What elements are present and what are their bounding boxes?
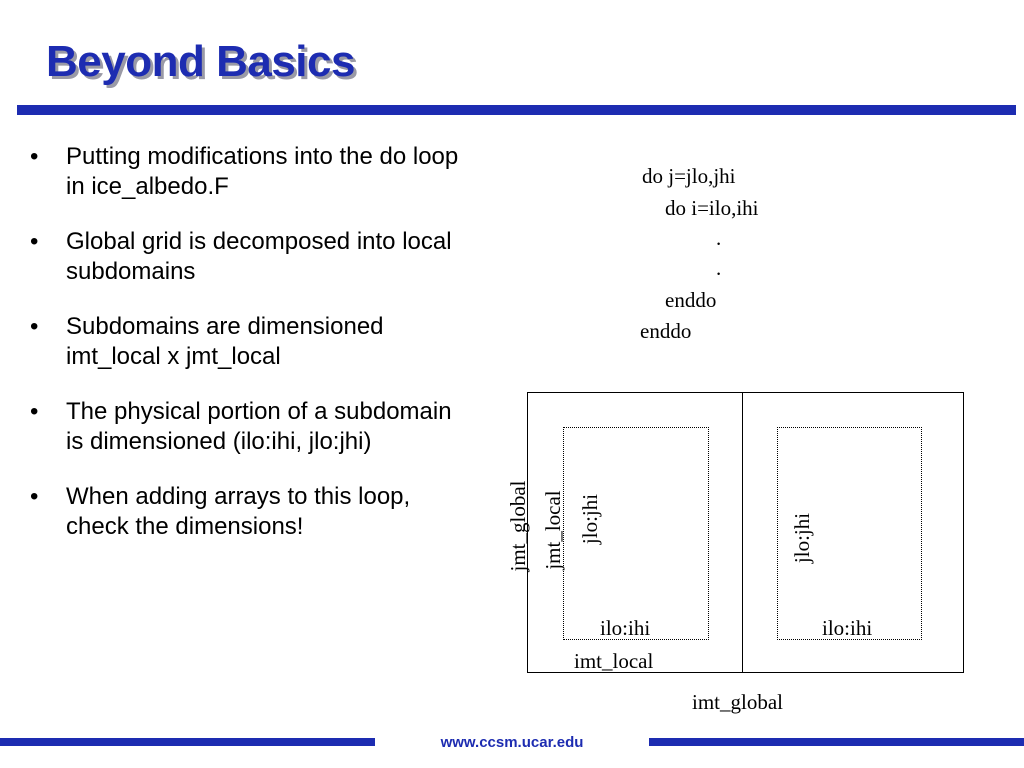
bullet-text: The physical portion of a subdomain is d… (66, 398, 452, 455)
bullet-dot-icon: • (30, 228, 39, 255)
code-line-outer-enddo: enddo (640, 319, 692, 343)
jmt-local-label: jmt_local (541, 490, 565, 570)
bullet-dot-icon: • (30, 398, 39, 425)
bullet-item: • When adding arrays to this loop, check … (30, 482, 460, 542)
code-line-inner-enddo: enddo (665, 288, 717, 312)
left-physical-region-box (563, 427, 709, 640)
imt-global-label: imt_global (692, 690, 783, 714)
bullet-text: Putting modifications into the do loop i… (66, 143, 459, 200)
bullet-dot-icon: • (30, 143, 39, 170)
code-line-ellipsis: . (716, 256, 722, 280)
subdomain-divider (742, 392, 743, 673)
code-line-outer-loop: do j=jlo,jhi (642, 164, 736, 188)
bullet-text: Subdomains are dimensioned imt_local x j… (66, 313, 384, 370)
right-physical-region-box (777, 427, 922, 640)
bullet-item: • Putting modifications into the do loop … (30, 142, 460, 202)
bullet-item: • Subdomains are dimensioned imt_local x … (30, 312, 460, 372)
imt-local-label: imt_local (574, 649, 654, 673)
title-underline-bar (17, 105, 1016, 115)
jlo-jhi-right-label: jlo:jhi (790, 512, 814, 564)
code-line-ellipsis: . (716, 226, 722, 250)
bullet-item: • The physical portion of a subdomain is … (30, 397, 460, 457)
bullet-dot-icon: • (30, 483, 39, 510)
ilo-ihi-right-label: ilo:ihi (822, 616, 873, 640)
global-grid-box (527, 392, 964, 673)
bullet-list: • Putting modifications into the do loop … (30, 142, 460, 567)
slide-title: Beyond Basics (46, 37, 355, 86)
jlo-jhi-left-label: jlo:jhi (578, 493, 602, 545)
footer-bar-right (649, 738, 1024, 746)
bullet-text: Global grid is decomposed into local sub… (66, 228, 452, 285)
jmt-global-label: jmt_global (506, 480, 530, 572)
bullet-dot-icon: • (30, 313, 39, 340)
bullet-text: When adding arrays to this loop, check t… (66, 483, 411, 540)
footer-bar-left (0, 738, 375, 746)
code-line-inner-loop: do i=ilo,ihi (665, 196, 759, 220)
footer-url: www.ccsm.ucar.edu (440, 734, 584, 751)
bullet-item: • Global grid is decomposed into local su… (30, 227, 460, 287)
ilo-ihi-left-label: ilo:ihi (600, 616, 651, 640)
